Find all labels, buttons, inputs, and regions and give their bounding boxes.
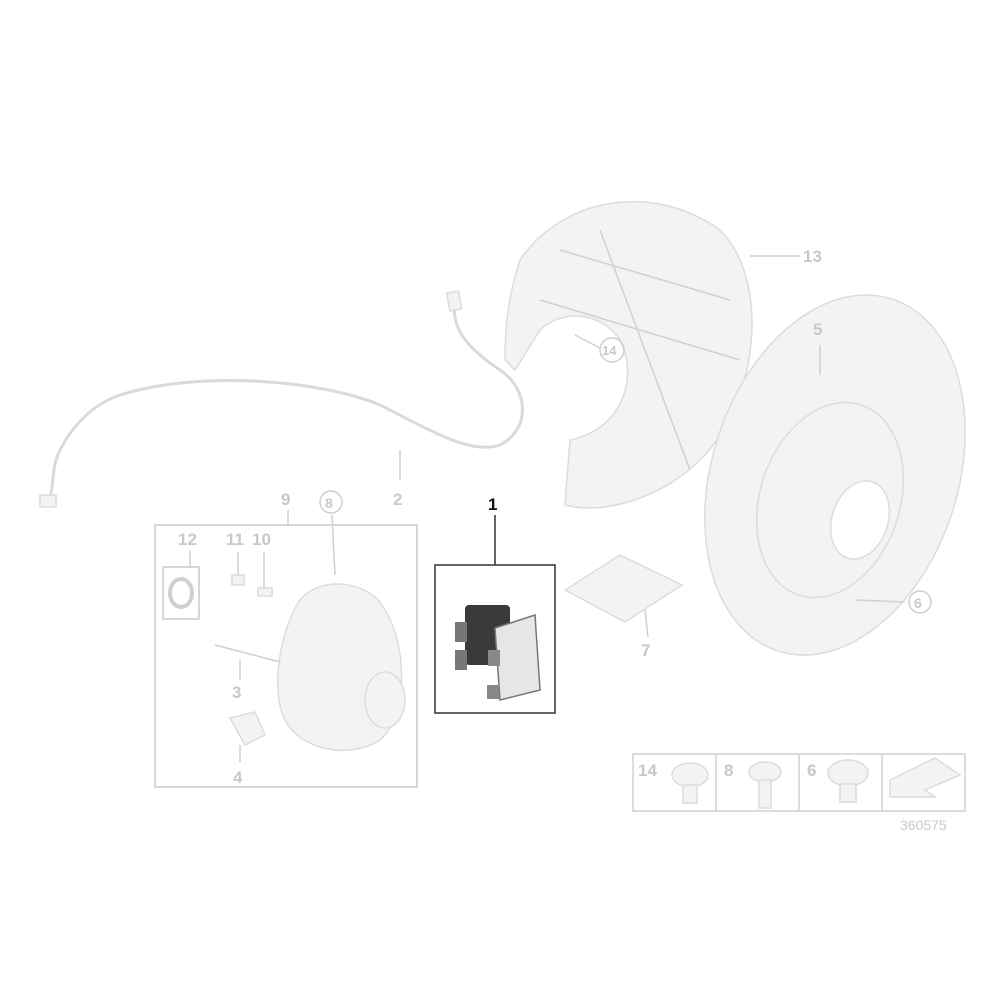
callout-7[interactable]: 7 [641, 641, 650, 660]
long-bolt-icon [748, 761, 782, 809]
brake-shield[interactable] [504, 200, 753, 509]
callout-9[interactable]: 9 [281, 490, 290, 509]
callout-1[interactable]: 1 [488, 495, 497, 514]
callout-11[interactable]: 11 [226, 530, 244, 549]
guide-pin[interactable] [214, 644, 281, 663]
bleeder-screw[interactable] [257, 587, 273, 597]
callout-5[interactable]: 5 [813, 320, 822, 339]
callout-6[interactable]: 6 [914, 595, 922, 611]
callout-8[interactable]: 8 [325, 495, 333, 511]
legend-label-8: 8 [724, 761, 733, 780]
callout-4[interactable]: 4 [233, 768, 243, 787]
legend-label-6: 6 [807, 761, 816, 780]
callout-12[interactable]: 12 [178, 530, 197, 549]
grease-packet[interactable] [563, 554, 684, 623]
callout-2[interactable]: 2 [393, 490, 402, 509]
countersunk-screw-icon [827, 759, 869, 803]
brake-disc[interactable] [661, 261, 1000, 689]
legend-label-14: 14 [638, 761, 657, 780]
callout-13[interactable]: 13 [803, 247, 822, 266]
hardware-legend: 14 8 6 [632, 753, 966, 812]
arrow-icon [889, 757, 962, 798]
flange-bolt-icon [671, 762, 709, 804]
bleeder-cap[interactable] [231, 574, 245, 586]
callout-3[interactable]: 3 [232, 683, 241, 702]
wear-sensor-cable[interactable] [39, 290, 524, 508]
callout-14[interactable]: 14 [602, 343, 617, 358]
brake-caliper[interactable] [277, 583, 406, 752]
leader-lines [189, 255, 906, 762]
caliper-group-box [154, 524, 418, 788]
anti-rattle-spring[interactable] [228, 711, 266, 746]
diagram-number: 360575 [900, 817, 947, 833]
brake-pad-set[interactable] [455, 605, 541, 701]
seal-box [162, 566, 200, 620]
callout-10[interactable]: 10 [252, 530, 271, 549]
